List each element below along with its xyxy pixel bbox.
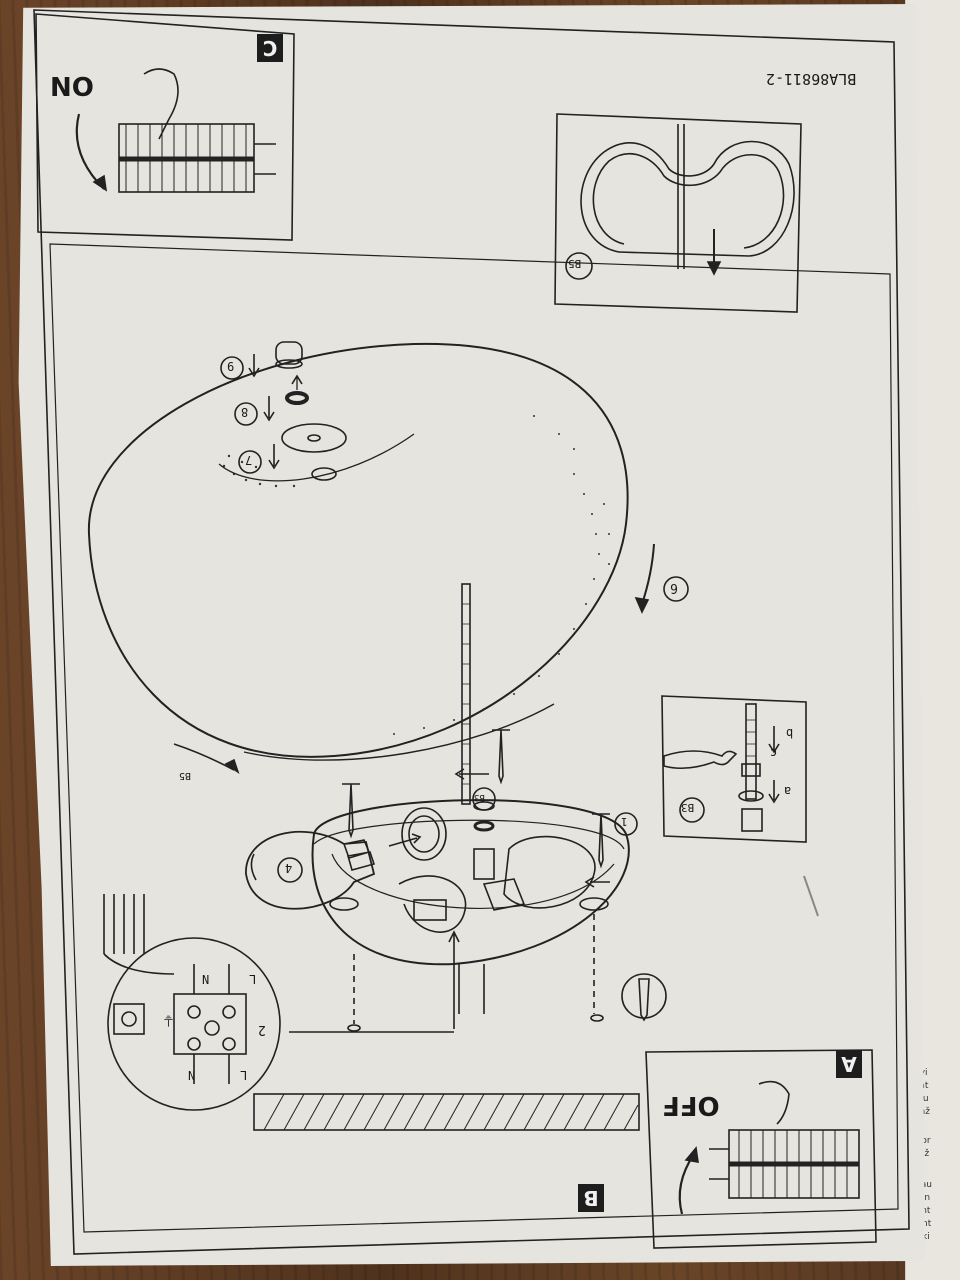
finial-stack bbox=[275, 341, 347, 481]
on-panel-frame bbox=[35, 13, 295, 241]
step-badge-3 bbox=[472, 787, 496, 811]
step-3-label: B3 bbox=[474, 792, 485, 802]
instruction-drawing bbox=[33, 9, 910, 1255]
step-4-label: 4 bbox=[285, 861, 293, 875]
step-8-label: 8 bbox=[241, 405, 249, 419]
b3-step-b: b bbox=[786, 726, 794, 740]
arrow-head-icon bbox=[684, 1146, 699, 1163]
arrow-icon bbox=[173, 743, 235, 771]
screw-icon bbox=[342, 729, 610, 869]
glass-ring bbox=[401, 807, 447, 861]
drill-hole bbox=[590, 1014, 604, 1022]
shade-mount-ring bbox=[218, 433, 415, 482]
wall-plug-icon bbox=[638, 978, 650, 1022]
step-badge-7 bbox=[238, 450, 262, 474]
on-label: ON bbox=[50, 70, 94, 100]
step-9-label: 9 bbox=[227, 359, 235, 373]
hand-icon bbox=[758, 1080, 790, 1125]
step-badge-b3 bbox=[679, 797, 705, 823]
rotate-arrow-icon bbox=[678, 1153, 695, 1215]
step-badge-4 bbox=[277, 857, 303, 883]
connector-block bbox=[413, 899, 447, 921]
arrow-head-icon bbox=[634, 596, 650, 614]
drill-hole bbox=[347, 1024, 361, 1032]
step-7-label: 7 bbox=[245, 453, 253, 467]
glass-shade bbox=[87, 342, 629, 761]
hand-icon bbox=[143, 68, 179, 140]
rotate-arrow-6-icon bbox=[641, 543, 655, 605]
breaker-strip-off bbox=[709, 1129, 860, 1199]
step-badge-b5 bbox=[565, 252, 593, 280]
spanner-nut-diagram bbox=[663, 703, 780, 832]
step-badge-9 bbox=[220, 356, 244, 380]
arrow-8-icon bbox=[263, 396, 275, 422]
wire-bundle bbox=[398, 875, 467, 933]
rotate-arrow-icon bbox=[250, 853, 257, 881]
shade-stipple bbox=[222, 415, 610, 735]
wall-plug-detail bbox=[621, 973, 667, 1019]
arrow-head-icon bbox=[92, 174, 108, 192]
terminal-l-top: L bbox=[249, 972, 257, 986]
b3-label: B3 bbox=[681, 801, 695, 814]
off-panel-frame bbox=[645, 1049, 877, 1249]
arrow-up-icon bbox=[448, 930, 460, 1029]
drill-guide-line bbox=[353, 914, 595, 1024]
arrow-head-icon bbox=[224, 758, 240, 774]
sheet-frame-outer bbox=[33, 9, 910, 1255]
ceiling-canopy bbox=[311, 799, 630, 1014]
arrow-icon bbox=[584, 876, 610, 888]
step-1-label: 1 bbox=[621, 815, 628, 828]
instruction-sheet: C A B ON OFF BLA86811-2 B5 B3 a b c 1 2 … bbox=[18, 4, 925, 1266]
terminal-block bbox=[113, 964, 247, 1084]
breaker-strip-on bbox=[118, 123, 276, 193]
b3-step-c: c bbox=[770, 746, 778, 760]
earth-symbol-icon: ⏚ bbox=[162, 1012, 176, 1027]
arrow-icon bbox=[388, 833, 422, 847]
b3-step-a: a bbox=[784, 784, 792, 798]
b5-label: B5 bbox=[568, 257, 582, 270]
staple-mark bbox=[803, 875, 819, 917]
sheet-frame-inner bbox=[49, 243, 899, 1233]
panel-letter-b: B bbox=[578, 1184, 604, 1212]
threaded-rod bbox=[461, 583, 471, 805]
step-6-label: 6 bbox=[670, 580, 678, 595]
panel-letter-a: A bbox=[836, 1050, 862, 1078]
wire bbox=[103, 953, 175, 975]
terminal-n-top: N bbox=[202, 972, 210, 986]
step-badge-8 bbox=[234, 402, 258, 426]
off-label: OFF bbox=[662, 1090, 720, 1120]
step-badge-6 bbox=[663, 576, 689, 602]
step-b5-label: B5 bbox=[179, 770, 192, 781]
bulb-icon bbox=[245, 830, 376, 910]
arrow-9-icon bbox=[248, 354, 260, 378]
step-2-label: 2 bbox=[258, 1022, 266, 1037]
arrow-rod-icon bbox=[454, 768, 489, 780]
ceiling-wires bbox=[103, 894, 145, 954]
step-badge-1 bbox=[614, 812, 638, 836]
detail-b3-frame bbox=[661, 695, 807, 843]
arrow-7-icon bbox=[268, 444, 280, 470]
ceiling-hatch bbox=[253, 1093, 640, 1131]
terminal-n-bottom: N bbox=[188, 1068, 196, 1082]
document-code: BLA86811-2 bbox=[766, 70, 857, 88]
panel-letter-c: C bbox=[257, 34, 283, 62]
lamp-socket bbox=[482, 835, 596, 911]
detail-b5-frame bbox=[554, 113, 802, 313]
wiring-detail-circle bbox=[107, 937, 281, 1111]
terminal-l-bottom: L bbox=[240, 1068, 248, 1082]
shade-cross-section-diagram bbox=[580, 124, 795, 276]
